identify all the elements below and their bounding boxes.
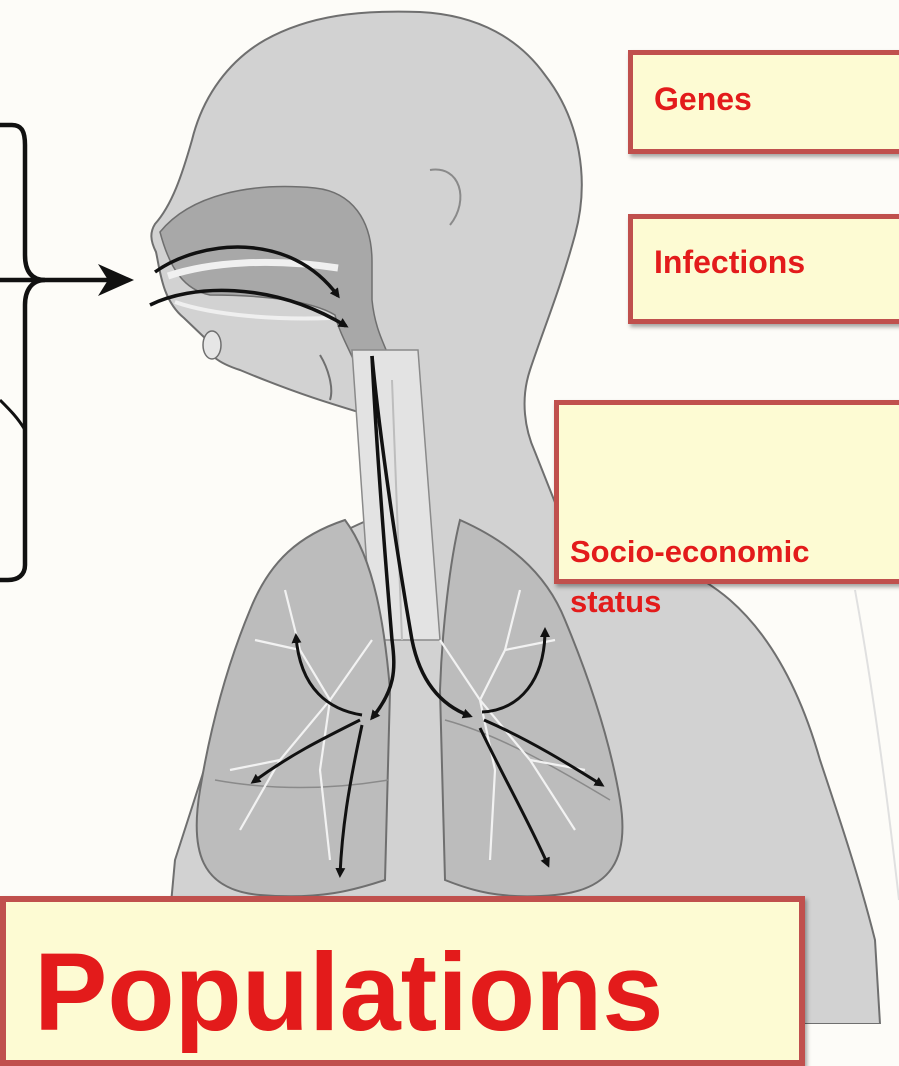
infections-factor-box: Infections: [628, 214, 899, 324]
socio-economic-status-box: Socio-economic status: [554, 400, 899, 584]
genes-factor-box: Genes: [628, 50, 899, 154]
infections-label: Infections: [654, 244, 899, 281]
populations-label: Populations: [34, 928, 799, 1058]
lip-detail: [203, 331, 221, 359]
socio-economic-status-label: Socio-economic status: [570, 527, 899, 627]
populations-factor-box: Populations: [0, 896, 805, 1066]
genes-label: Genes: [654, 81, 899, 118]
